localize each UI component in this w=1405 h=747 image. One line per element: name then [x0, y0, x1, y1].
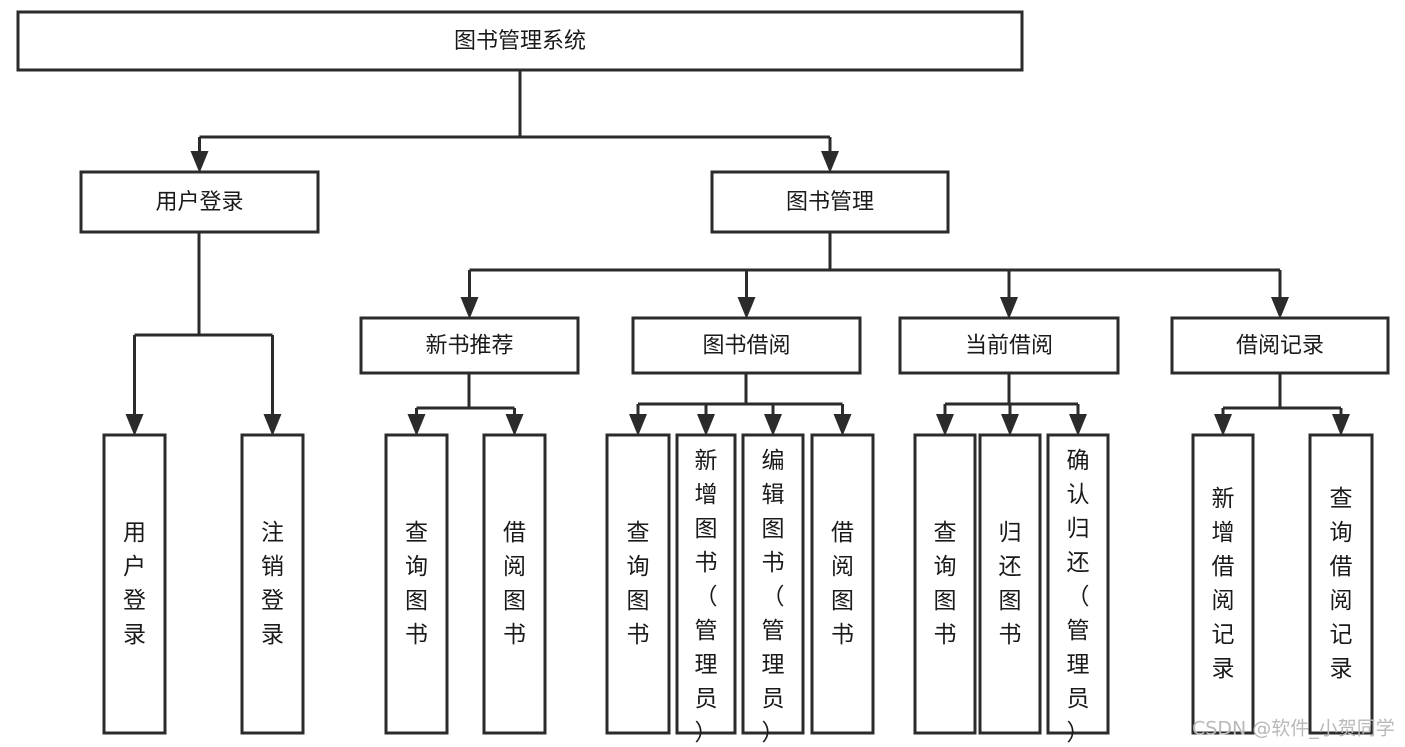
node-label: 用户登录 [123, 520, 146, 648]
node-op-cur-confirm[interactable]: 确认归还（管理员） [1046, 433, 1110, 746]
node-box[interactable] [810, 433, 875, 735]
arrow-head-icon [697, 414, 715, 436]
node-label: 查询借阅记录 [1330, 486, 1353, 682]
node-bookmgmt[interactable]: 图书管理 [710, 170, 950, 234]
node-label: 图书管理系统 [454, 29, 586, 54]
arrow-head-icon [1214, 414, 1232, 436]
node-label: 借阅图书 [503, 520, 526, 648]
arrow-head-icon [505, 414, 524, 436]
node-box[interactable] [978, 433, 1042, 735]
node-op-cur-query[interactable]: 查询图书 [913, 433, 977, 735]
node-newrec[interactable]: 新书推荐 [359, 316, 580, 375]
node-box[interactable] [675, 433, 737, 735]
node-label: 当前借阅 [965, 334, 1053, 359]
node-op-cur-return[interactable]: 归还图书 [978, 433, 1042, 735]
node-label: 查询图书 [627, 520, 650, 648]
node-op-rec-query[interactable]: 查询借阅记录 [1308, 433, 1374, 735]
arrow-head-icon [737, 297, 756, 319]
node-label: 图书管理 [786, 190, 874, 215]
arrow-head-icon [125, 414, 144, 436]
node-label: 新增借阅记录 [1212, 486, 1235, 682]
arrow-head-icon [821, 151, 839, 173]
node-label: 编辑图书（管理员） [762, 448, 785, 746]
node-box[interactable] [631, 316, 862, 375]
node-box[interactable] [1170, 316, 1390, 375]
node-layer: 图书管理系统用户登录图书管理新书推荐图书借阅当前借阅借阅记录用户登录注销登录查询… [16, 10, 1390, 746]
arrow-head-icon [833, 414, 852, 436]
node-box[interactable] [710, 170, 950, 234]
node-label: 用户登录 [155, 190, 243, 215]
node-box[interactable] [79, 170, 320, 234]
node-box[interactable] [359, 316, 580, 375]
node-label: 借阅图书 [831, 520, 854, 648]
connector-group-borrow [629, 373, 852, 436]
connector-group-login [125, 232, 282, 436]
node-box[interactable] [898, 316, 1120, 375]
arrow-head-icon [764, 414, 782, 436]
node-box[interactable] [102, 433, 167, 735]
node-op-bw-borrow[interactable]: 借阅图书 [810, 433, 875, 735]
csdn-watermark: CSDN @软件_小贺同学 [1192, 718, 1395, 740]
arrow-head-icon [407, 414, 426, 436]
node-op-bw-edit[interactable]: 编辑图书（管理员） [741, 433, 805, 746]
node-box[interactable] [741, 433, 805, 735]
node-op-bw-add[interactable]: 新增图书（管理员） [675, 433, 737, 746]
node-login[interactable]: 用户登录 [79, 170, 320, 234]
arrow-head-icon [1069, 414, 1087, 436]
node-label: 图书借阅 [702, 334, 790, 359]
node-label: 新书推荐 [425, 334, 513, 359]
node-op-nr-borrow[interactable]: 借阅图书 [482, 433, 547, 735]
node-op-rec-add[interactable]: 新增借阅记录 [1191, 433, 1255, 735]
node-label: 注销登录 [261, 520, 284, 648]
connector-group-bookmgmt [460, 232, 1289, 319]
node-borrow[interactable]: 图书借阅 [631, 316, 862, 375]
node-box[interactable] [913, 433, 977, 735]
arrow-head-icon [1271, 297, 1289, 319]
node-op-nr-query[interactable]: 查询图书 [384, 433, 449, 735]
arrow-head-icon [460, 297, 479, 319]
arrow-head-icon [1000, 297, 1018, 319]
node-label: 查询图书 [405, 520, 428, 648]
node-op-logout[interactable]: 注销登录 [240, 433, 305, 735]
node-op-bw-query[interactable]: 查询图书 [605, 433, 671, 735]
node-label: 借阅记录 [1236, 334, 1324, 359]
connector-group-records [1214, 373, 1350, 436]
node-records[interactable]: 借阅记录 [1170, 316, 1390, 375]
connector-group-newrec [407, 373, 524, 436]
node-box[interactable] [1046, 433, 1110, 735]
node-box[interactable] [1308, 433, 1374, 735]
arrow-head-icon [629, 414, 647, 436]
node-label: 新增图书（管理员） [695, 448, 718, 746]
node-label: 归还图书 [999, 520, 1022, 648]
node-box[interactable] [605, 433, 671, 735]
arrow-head-icon [1332, 414, 1350, 436]
node-root[interactable]: 图书管理系统 [16, 10, 1024, 72]
arrow-head-icon [1001, 414, 1019, 436]
node-box[interactable] [1191, 433, 1255, 735]
arrow-head-icon [936, 414, 954, 436]
node-box[interactable] [16, 10, 1024, 72]
node-op-login[interactable]: 用户登录 [102, 433, 167, 735]
node-box[interactable] [482, 433, 547, 735]
arrow-head-icon [190, 151, 209, 173]
node-label: 确认归还（管理员） [1067, 448, 1090, 746]
arrow-head-icon [263, 414, 282, 436]
node-label: 查询图书 [934, 520, 957, 648]
node-box[interactable] [240, 433, 305, 735]
connector-group-current [936, 373, 1087, 436]
node-box[interactable] [384, 433, 449, 735]
node-current[interactable]: 当前借阅 [898, 316, 1120, 375]
connector-layer [125, 70, 1350, 436]
connector-group-root [190, 70, 839, 173]
